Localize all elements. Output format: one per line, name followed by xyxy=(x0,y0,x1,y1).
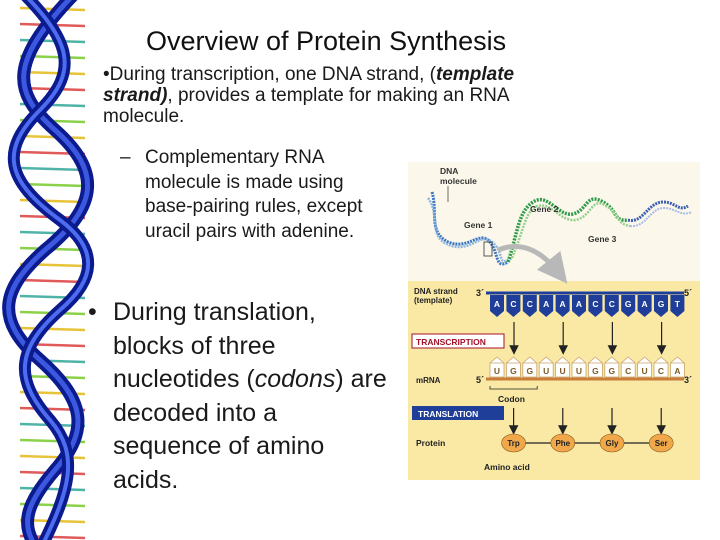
dna-molecule-label: DNA xyxy=(440,166,458,176)
codon-bracket xyxy=(489,386,538,390)
amino-acid xyxy=(550,433,576,453)
dna-base-letter: C xyxy=(510,299,516,309)
dash-marker: – xyxy=(120,147,131,168)
bullet-text: , provides a template for making an RNA xyxy=(167,85,510,106)
term-codons: codons xyxy=(254,365,336,393)
mrna-base-letter: U xyxy=(642,366,648,376)
slide-title: Overview of Protein Synthesis xyxy=(146,26,507,56)
dna-base-letter: A xyxy=(543,299,549,309)
amino-acid-name: Phe xyxy=(555,439,570,448)
dna-base-letter: G xyxy=(625,299,632,309)
mrna-base-letter: U xyxy=(494,366,500,376)
bullet-text: molecule. xyxy=(103,106,185,127)
dna-base xyxy=(654,295,668,317)
mrna-label: mRNA xyxy=(416,376,441,385)
dna-base-letter: A xyxy=(576,299,582,309)
mrna-base-letter: G xyxy=(510,366,517,376)
dna-base xyxy=(490,295,504,317)
mrna-base xyxy=(489,356,505,378)
figure-diagram: DNA molecule Gene 1 Gene 2 Gene 3 DNA st… xyxy=(411,166,693,472)
mrna-base-letter: G xyxy=(592,366,599,376)
dna-base-letter: C xyxy=(527,299,533,309)
dna-base-letter: A xyxy=(494,299,500,309)
amino-acid-label: Amino acid xyxy=(484,462,530,472)
bullet-transcription: •During transcription, one DNA strand, (… xyxy=(103,64,633,127)
gene2-label: Gene 2 xyxy=(530,204,559,214)
dna-base xyxy=(555,295,570,317)
codon-label: Codon xyxy=(498,394,525,404)
dna-base xyxy=(539,295,554,317)
dna-base xyxy=(637,295,652,317)
dna-base xyxy=(621,295,636,317)
amino-acid-name: Trp xyxy=(507,439,520,448)
dna-base-letter: T xyxy=(675,299,681,309)
dna-base-letter: C xyxy=(592,299,598,309)
dna-helix-decoration xyxy=(2,0,95,540)
mrna-base-letter: U xyxy=(576,366,582,376)
gene1-label: Gene 1 xyxy=(464,220,493,230)
end-3-label: 3´ xyxy=(476,288,484,298)
dna-base xyxy=(670,295,685,317)
sub-bullet-complementary-rna: – Complementary RNA molecule is made usi… xyxy=(120,146,380,244)
mrna-base-letter: U xyxy=(560,366,566,376)
dna-base xyxy=(588,295,603,317)
protein-synthesis-figure: DNA molecule Gene 1 Gene 2 Gene 3 DNA st… xyxy=(408,162,700,480)
mrna-base-letter: C xyxy=(658,366,664,376)
mrna-base-letter: U xyxy=(543,366,549,376)
amino-acid-name: Ser xyxy=(655,439,668,448)
mrna-base xyxy=(522,356,538,378)
mrna-base xyxy=(620,356,636,378)
end-3-mrna-label: 3´ xyxy=(684,375,692,385)
dna-base-letter: C xyxy=(609,299,615,309)
sub-bullet-text: Complementary RNA molecule is made using… xyxy=(145,147,363,242)
mrna-base xyxy=(604,356,620,378)
bullet-text: ) are decoded into a sequence of amino a… xyxy=(113,365,387,494)
dna-molecule-label: molecule xyxy=(440,176,477,186)
mrna-base-letter: A xyxy=(674,366,680,376)
mrna-base-letter: C xyxy=(625,366,631,376)
dna-base-letter: A xyxy=(560,299,566,309)
dna-base xyxy=(522,295,537,317)
bullet-marker: • xyxy=(88,298,97,326)
mrna-base xyxy=(653,356,669,378)
transcription-label: TRANSCRIPTION xyxy=(416,337,486,347)
dna-strand-label: (template) xyxy=(414,296,453,305)
mrna-base xyxy=(571,356,587,378)
mrna-base xyxy=(637,356,652,378)
dna-base xyxy=(506,295,521,317)
end-5-mrna-label: 5´ xyxy=(476,375,484,385)
term-strand: strand) xyxy=(103,85,168,106)
end-5-label: 5´ xyxy=(684,288,692,298)
dna-base xyxy=(572,295,586,317)
mrna-base xyxy=(588,356,603,378)
mrna-base-letter: G xyxy=(526,366,533,376)
term-template: template xyxy=(435,64,515,85)
mrna-base-letter: G xyxy=(608,366,615,376)
amino-acid-name: Gly xyxy=(606,439,619,448)
bullet-text: During translation, blocks of three nucl… xyxy=(113,298,316,393)
amino-acid xyxy=(501,433,526,453)
dna-base-letter: A xyxy=(642,299,648,309)
mrna-base xyxy=(506,356,521,378)
mrna-base xyxy=(538,356,554,378)
bullet-translation: • During translation, blocks of three nu… xyxy=(88,296,388,497)
mrna-base xyxy=(670,356,685,378)
mrna-base xyxy=(555,356,570,378)
amino-acid xyxy=(648,433,674,453)
bullet-marker: • xyxy=(103,64,110,85)
bullet-text: During transcription, one DNA strand, ( xyxy=(109,64,436,85)
dna-base xyxy=(604,295,619,317)
translation-label: TRANSLATION xyxy=(418,409,478,419)
protein-label: Protein xyxy=(416,438,445,448)
dna-base-letter: G xyxy=(658,299,665,309)
dna-strand-label: DNA strand xyxy=(414,287,458,296)
gene3-label: Gene 3 xyxy=(588,234,617,244)
